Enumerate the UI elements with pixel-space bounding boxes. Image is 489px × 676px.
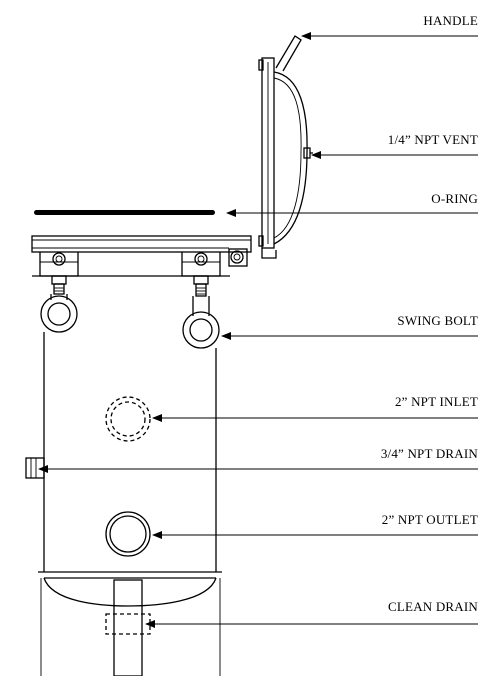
bottom-section (38, 571, 222, 676)
callout-handle: HANDLE (301, 13, 478, 40)
vent-label: 1/4” NPT VENT (388, 132, 478, 147)
callout-vent: 1/4” NPT VENT (311, 132, 478, 159)
callout-inlet: 2” NPT INLET (152, 394, 478, 422)
lid-plate (261, 57, 275, 249)
callout-swing-bolt: SWING BOLT (221, 313, 478, 340)
drain-fitting (25, 457, 45, 479)
handle-label: HANDLE (423, 13, 478, 28)
outlet-label: 2” NPT OUTLET (382, 512, 478, 527)
vent-fitting (303, 147, 313, 159)
oring-label: O-RING (431, 191, 478, 206)
drain-label: 3/4” NPT DRAIN (381, 446, 479, 461)
handle-part (275, 35, 302, 72)
lid-dome (273, 71, 308, 245)
callout-clean-drain: CLEAN DRAIN (145, 599, 478, 628)
callout-drain: 3/4” NPT DRAIN (38, 446, 479, 473)
top-flange (31, 235, 252, 277)
hinge (228, 248, 277, 267)
outlet-port (105, 511, 151, 557)
callout-oring: O-RING (226, 191, 478, 217)
inlet-port (105, 396, 151, 442)
swing-bolt-right (182, 275, 220, 349)
swing-bolt-label: SWING BOLT (397, 313, 478, 328)
lid (228, 35, 313, 267)
callout-outlet: 2” NPT OUTLET (152, 512, 478, 539)
swing-bolt-left (40, 275, 78, 333)
o-ring-part (34, 210, 215, 215)
inlet-label: 2” NPT INLET (395, 394, 478, 409)
clean-drain-label: CLEAN DRAIN (388, 599, 478, 614)
